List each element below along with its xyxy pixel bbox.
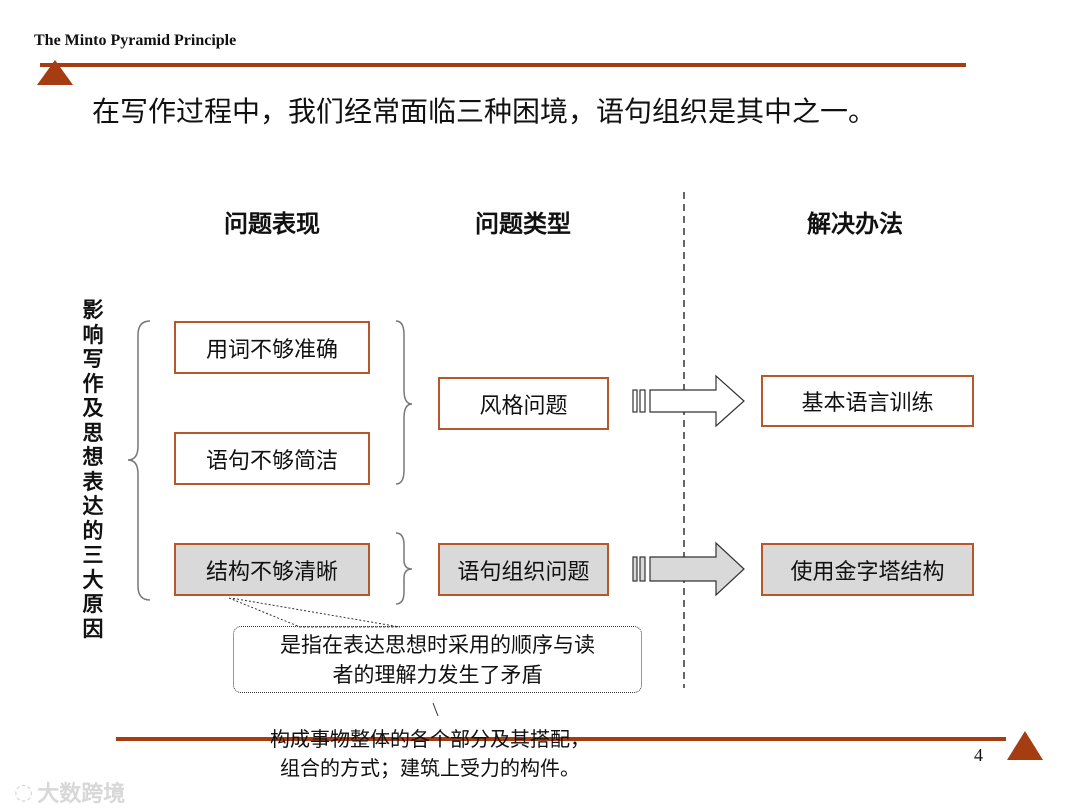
arrow-icon-style bbox=[632, 374, 745, 428]
page-number: 4 bbox=[974, 745, 983, 765]
structure-brace bbox=[395, 532, 413, 605]
watermark-text: 大数跨境 bbox=[37, 782, 126, 807]
header-rule bbox=[40, 63, 966, 67]
presentation-title: The Minto Pyramid Principle bbox=[34, 32, 237, 49]
column-header-types: 问题类型 bbox=[475, 210, 571, 238]
structure-note: 构成事物整体的各个部分及其搭配， 组合的方式；建筑上受力的构件。 bbox=[230, 725, 630, 783]
symptom-box-structure: 结构不够清晰 bbox=[174, 543, 370, 596]
outer-brace bbox=[127, 320, 151, 601]
callout-line-2: 者的理解力发生了矛盾 bbox=[332, 663, 543, 687]
note-line-1: 构成事物整体的各个部分及其搭配， bbox=[270, 727, 590, 751]
solution-box-pyramid-structure: 使用金字塔结构 bbox=[761, 543, 974, 596]
footer-triangle-icon bbox=[1007, 731, 1043, 760]
callout-line-1: 是指在表达思想时采用的顺序与读 bbox=[280, 633, 595, 657]
column-header-solutions: 解决办法 bbox=[807, 210, 903, 238]
solution-box-language-training: 基本语言训练 bbox=[761, 375, 974, 427]
callout-definition: 是指在表达思想时采用的顺序与读 者的理解力发生了矛盾 bbox=[233, 626, 642, 693]
type-box-style: 风格问题 bbox=[438, 377, 609, 430]
style-brace bbox=[395, 320, 413, 485]
watermark: ◌ 大数跨境 bbox=[14, 776, 125, 808]
column-header-symptoms: 问题表现 bbox=[224, 210, 320, 238]
slide-subtitle: 在写作过程中，我们经常面临三种困境，语句组织是其中之一。 bbox=[92, 95, 877, 128]
symptom-box-conciseness: 语句不够简洁 bbox=[174, 432, 370, 485]
note-pointer bbox=[432, 702, 439, 717]
symptom-box-wording: 用词不够准确 bbox=[174, 321, 370, 374]
type-box-sentence-organization: 语句组织问题 bbox=[438, 543, 609, 596]
watermark-logo-icon: ◌ bbox=[14, 779, 34, 805]
causes-vertical-label: 影响写作及思想表达的三大原因 bbox=[82, 298, 104, 641]
note-line-2: 组合的方式；建筑上受力的构件。 bbox=[280, 756, 580, 780]
header-triangle-icon bbox=[37, 60, 73, 85]
footer-rule bbox=[116, 737, 1006, 741]
arrow-icon-structure bbox=[632, 541, 745, 597]
callout-pointer bbox=[228, 597, 401, 628]
